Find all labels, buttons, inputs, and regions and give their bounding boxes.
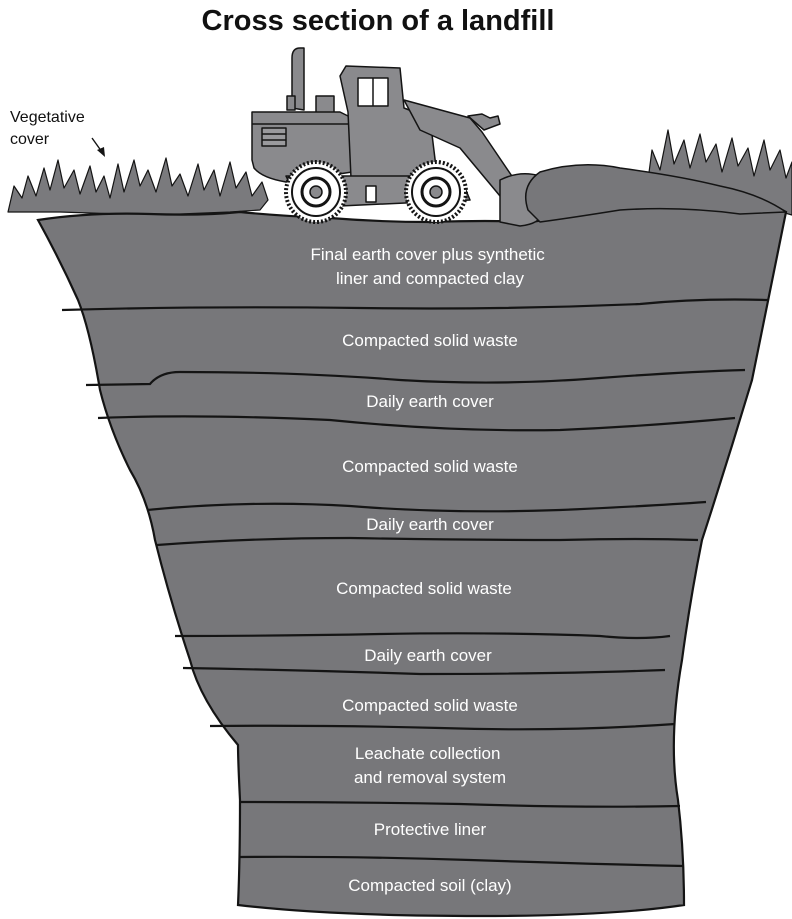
boundary-line [97,415,736,432]
layer-label-waste-3: Compacted solid waste [336,579,512,598]
boundary-line [239,800,681,808]
exhaust-cap [286,95,296,111]
layer-label-waste-2: Compacted solid waste [342,457,518,476]
boundary-line [182,666,666,676]
layer-label-final-cover: Final earth cover plus synthetic liner a… [310,245,549,288]
layer-label-daily-cover-3: Daily earth cover [364,646,492,665]
layer-label-daily-cover-1: Daily earth cover [366,392,494,411]
vegetative-cover-callout: Vegetative cover [10,109,105,157]
boundary-line [174,632,671,640]
layer-label-waste-4: Compacted solid waste [342,696,518,715]
vegetation-left [7,157,269,215]
boundary-line [156,536,699,547]
callout-arrowhead [97,147,105,157]
rear-wheel [284,160,348,224]
layer-labels: Final earth cover plus synthetic liner a… [310,245,549,895]
vegetation-right [647,129,792,216]
layer-boundaries [61,298,769,868]
bulldozer [251,47,787,227]
earth-mound [525,164,787,223]
boundary-line [85,368,746,387]
layer-label-daily-cover-2: Daily earth cover [366,515,494,534]
grille [261,127,287,147]
layer-label-compacted-soil: Compacted soil (clay) [348,876,511,895]
boundary-line [61,298,769,312]
vegetative-cover-label: Vegetative cover [10,109,89,148]
layer-label-leachate: Leachate collection and removal system [354,744,506,787]
front-wheel [404,160,468,224]
layer-label-protective-liner: Protective liner [374,820,487,839]
boundary-line [239,855,685,868]
diagram-title: Cross section of a landfill [202,5,555,37]
boundary-line [209,722,676,731]
exhaust-pipe [291,47,305,111]
layer-label-waste-1: Compacted solid waste [342,331,518,350]
boundary-line [146,500,707,513]
